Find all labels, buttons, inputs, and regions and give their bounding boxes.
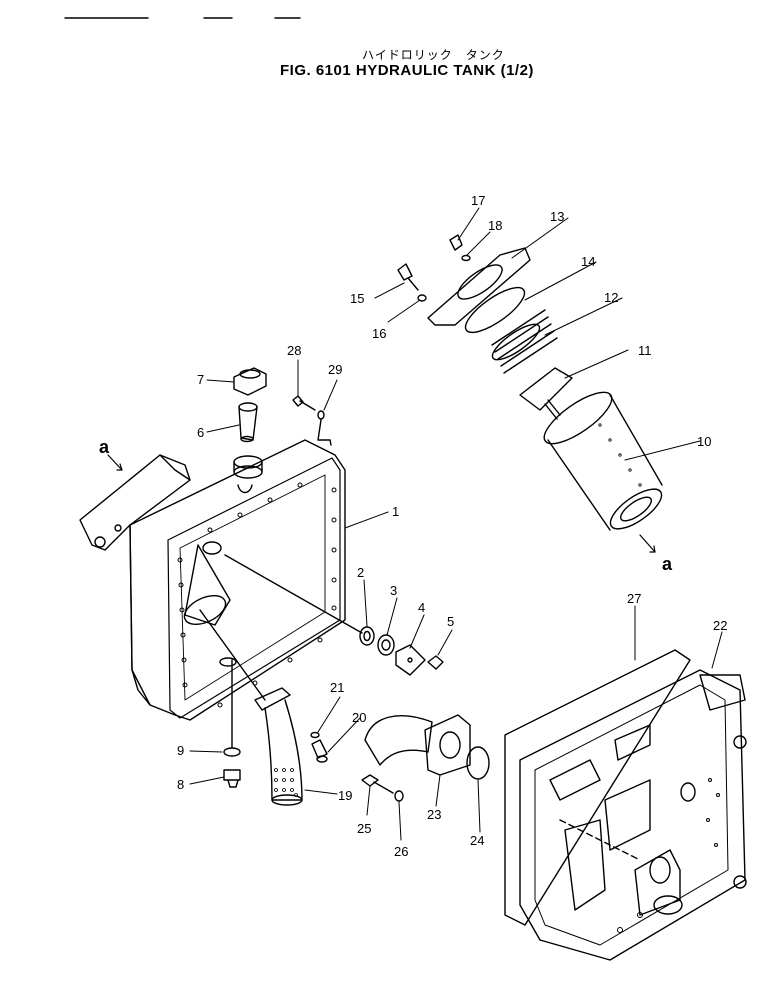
bolt-28 bbox=[292, 395, 316, 411]
filter-element bbox=[543, 391, 663, 531]
callout-26: 26 bbox=[394, 844, 408, 859]
callout-18: 18 bbox=[488, 218, 502, 233]
callout-20: 20 bbox=[352, 710, 366, 725]
suction-strainer bbox=[199, 609, 303, 806]
callout-13: 13 bbox=[550, 209, 564, 224]
callout-12: 12 bbox=[604, 290, 618, 305]
gasket-27 bbox=[504, 649, 691, 926]
callout-7: 7 bbox=[197, 372, 204, 387]
callout-labels: 1 2 3 4 5 6 7 8 9 10 11 12 13 14 15 16 1… bbox=[99, 193, 727, 859]
bolt-17 bbox=[449, 234, 463, 251]
callout-21: 21 bbox=[330, 680, 344, 695]
washer-16 bbox=[417, 294, 427, 302]
spring-12 bbox=[491, 309, 558, 374]
callout-3: 3 bbox=[390, 583, 397, 598]
callout-24: 24 bbox=[470, 833, 484, 848]
elbow-pipe bbox=[364, 714, 471, 776]
filler-neck bbox=[233, 455, 263, 494]
gauge-assembly bbox=[224, 554, 444, 676]
oring-24 bbox=[466, 746, 490, 780]
callout-25: 25 bbox=[357, 821, 371, 836]
page-title: FIG. 6101 HYDRAULIC TANK (1/2) bbox=[280, 62, 534, 79]
washer-29 bbox=[317, 410, 332, 446]
callout-11: 11 bbox=[638, 343, 652, 358]
callout-17: 17 bbox=[471, 193, 485, 208]
filter-cover bbox=[427, 247, 531, 326]
callout-5: 5 bbox=[447, 614, 454, 629]
callout-16: 16 bbox=[372, 326, 386, 341]
filler-cap bbox=[233, 367, 267, 396]
washer-26 bbox=[394, 790, 404, 802]
callout-6: 6 bbox=[197, 425, 204, 440]
reference-arrows bbox=[107, 454, 656, 553]
bolt-25 bbox=[361, 774, 394, 794]
callout-27: 27 bbox=[627, 591, 641, 606]
callout-22: 22 bbox=[713, 618, 727, 633]
tank-body bbox=[129, 439, 346, 721]
callout-10: 10 bbox=[697, 434, 711, 449]
callout-1: 1 bbox=[392, 504, 399, 519]
washer-18 bbox=[461, 254, 471, 262]
drain-plug bbox=[219, 657, 241, 788]
valve-11 bbox=[519, 367, 573, 420]
tank-side-cover bbox=[519, 669, 747, 961]
intake-housing bbox=[79, 454, 191, 551]
oring-14 bbox=[464, 286, 526, 334]
washer-21 bbox=[310, 731, 320, 739]
bolt-15 bbox=[397, 263, 419, 291]
callout-28: 28 bbox=[287, 343, 301, 358]
callout-14: 14 bbox=[581, 254, 595, 269]
reference-mark-a-top: a bbox=[99, 437, 110, 457]
callout-23: 23 bbox=[427, 807, 441, 822]
header-subtitle-jp: ハイドロリック タンク bbox=[362, 48, 505, 62]
callout-9: 9 bbox=[177, 743, 184, 758]
bolt-20 bbox=[311, 739, 328, 763]
callout-2: 2 bbox=[357, 565, 364, 580]
callout-4: 4 bbox=[418, 600, 425, 615]
callout-15: 15 bbox=[350, 291, 364, 306]
callout-19: 19 bbox=[338, 788, 352, 803]
reference-mark-a-bottom: a bbox=[662, 554, 673, 574]
callout-8: 8 bbox=[177, 777, 184, 792]
leader-lines bbox=[189, 207, 723, 841]
callout-29: 29 bbox=[328, 362, 342, 377]
filler-strainer bbox=[238, 402, 258, 443]
